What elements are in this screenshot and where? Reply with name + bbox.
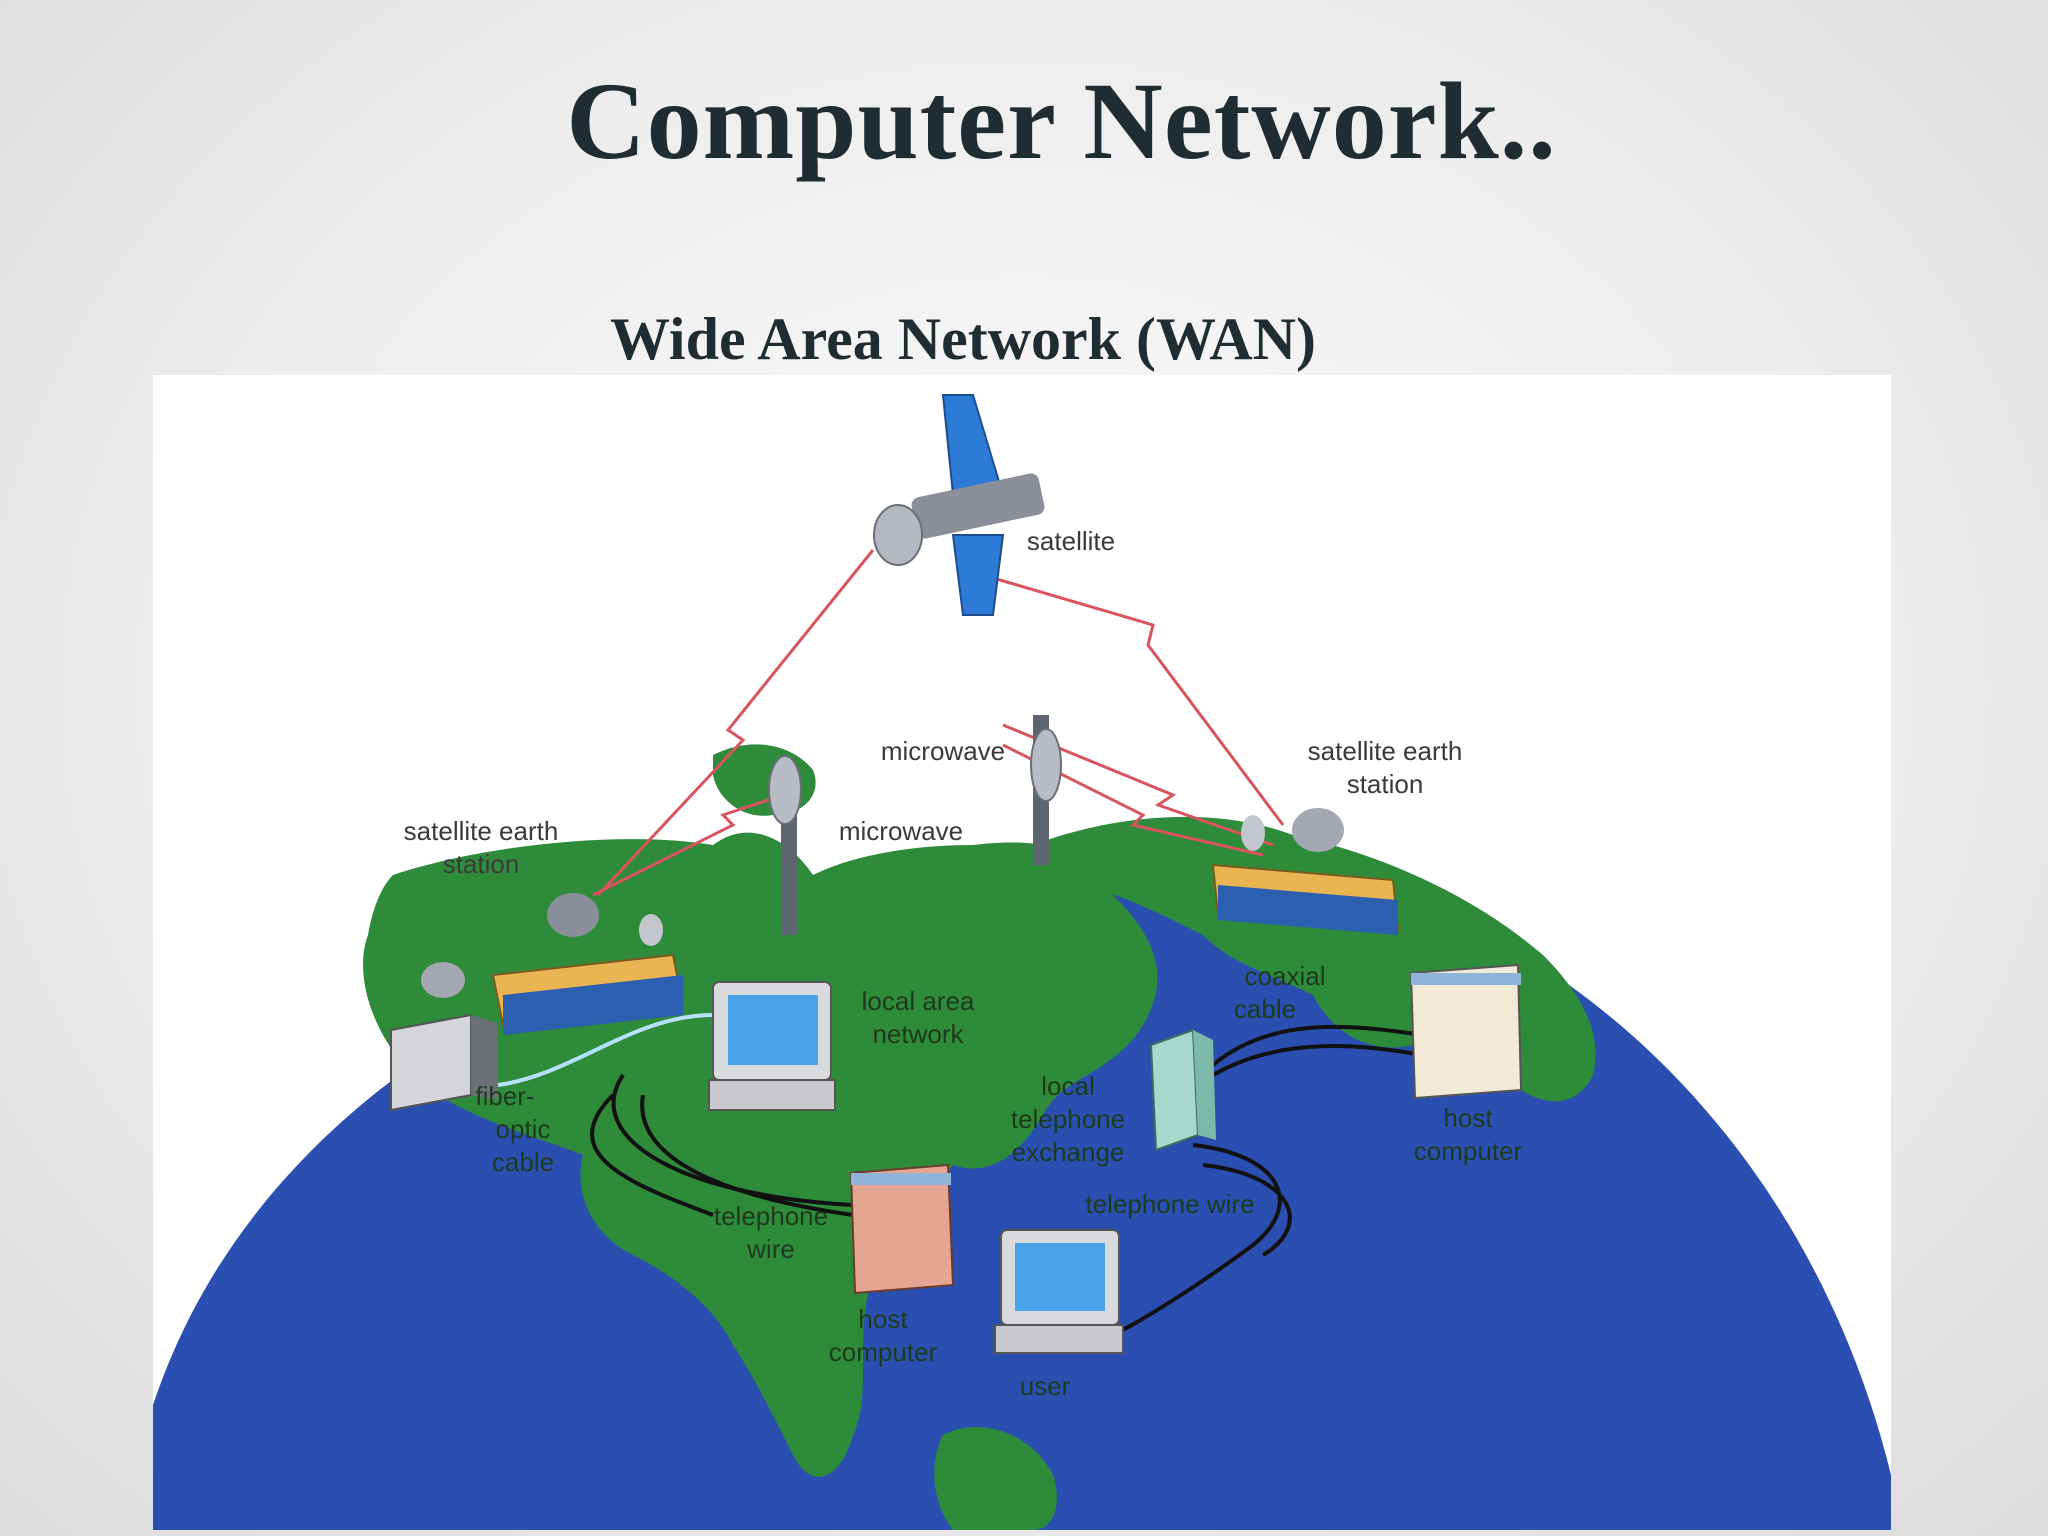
slide-subtitle: Wide Area Network (WAN) bbox=[610, 306, 1317, 372]
label-host-computer-right-2: computer bbox=[1414, 1136, 1523, 1166]
host-computer-center-icon bbox=[849, 1163, 955, 1295]
label-satellite-earth-station-right-2: station bbox=[1347, 769, 1424, 799]
label-coaxial-cable-2: cable bbox=[1234, 994, 1296, 1024]
wan-diagram: satellite satellite earth station microw… bbox=[153, 375, 1891, 1530]
label-satellite-earth-station-right-1: satellite earth bbox=[1308, 736, 1463, 766]
microwave-tower-left-icon bbox=[768, 755, 802, 935]
microwave-tower-center-icon bbox=[1030, 715, 1062, 865]
network-cables bbox=[497, 1013, 1424, 1337]
satellite-earth-station-left-icon bbox=[491, 893, 685, 1035]
label-satellite: satellite bbox=[1027, 526, 1115, 556]
satellite-signal-links bbox=[592, 549, 1285, 897]
satellite-icon bbox=[873, 394, 1045, 616]
telephone-exchange-icon bbox=[1149, 1028, 1216, 1152]
user-computer-icon bbox=[994, 1229, 1124, 1354]
uplink-right bbox=[982, 573, 1285, 826]
label-local-telephone-exchange-3: exchange bbox=[1012, 1137, 1125, 1167]
slide-title: Computer Network.. bbox=[566, 60, 1557, 182]
microwave-link-right bbox=[1002, 723, 1274, 847]
label-fiber-optic-cable-3: cable bbox=[492, 1147, 554, 1177]
label-local-area-network-1: local area bbox=[862, 986, 975, 1016]
uplink-left bbox=[596, 549, 875, 897]
label-host-computer-right-1: host bbox=[1443, 1103, 1493, 1133]
label-microwave-left: microwave bbox=[839, 816, 963, 846]
host-computer-right-icon bbox=[1409, 963, 1523, 1100]
label-telephone-wire-left-2: wire bbox=[746, 1234, 795, 1264]
label-fiber-optic-cable-2: optic bbox=[496, 1114, 551, 1144]
microwave-link-right-2 bbox=[1002, 743, 1264, 857]
lan-computer-icon bbox=[708, 981, 836, 1111]
wan-diagram-svg: satellite satellite earth station microw… bbox=[153, 394, 1891, 1530]
label-host-computer-center-1: host bbox=[858, 1304, 908, 1334]
label-coaxial-cable-1: coaxial bbox=[1245, 961, 1326, 991]
label-satellite-earth-station-left-1: satellite earth bbox=[404, 816, 559, 846]
label-local-area-network-2: network bbox=[872, 1019, 964, 1049]
satellite-earth-station-right-icon bbox=[1211, 808, 1400, 935]
label-telephone-wire-right: telephone wire bbox=[1085, 1189, 1254, 1219]
server-rack-icon bbox=[390, 962, 498, 1112]
globe-land-south bbox=[934, 1427, 1057, 1530]
label-satellite-earth-station-left-2: station bbox=[443, 849, 520, 879]
label-fiber-optic-cable-1: fiber- bbox=[475, 1081, 534, 1111]
label-microwave-top: microwave bbox=[881, 736, 1005, 766]
label-local-telephone-exchange-1: local bbox=[1041, 1071, 1094, 1101]
label-local-telephone-exchange-2: telephone bbox=[1011, 1104, 1125, 1134]
label-user: user bbox=[1020, 1371, 1071, 1401]
label-telephone-wire-left-1: telephone bbox=[714, 1201, 828, 1231]
label-host-computer-center-2: computer bbox=[829, 1337, 938, 1367]
microwave-link-left bbox=[592, 793, 784, 897]
